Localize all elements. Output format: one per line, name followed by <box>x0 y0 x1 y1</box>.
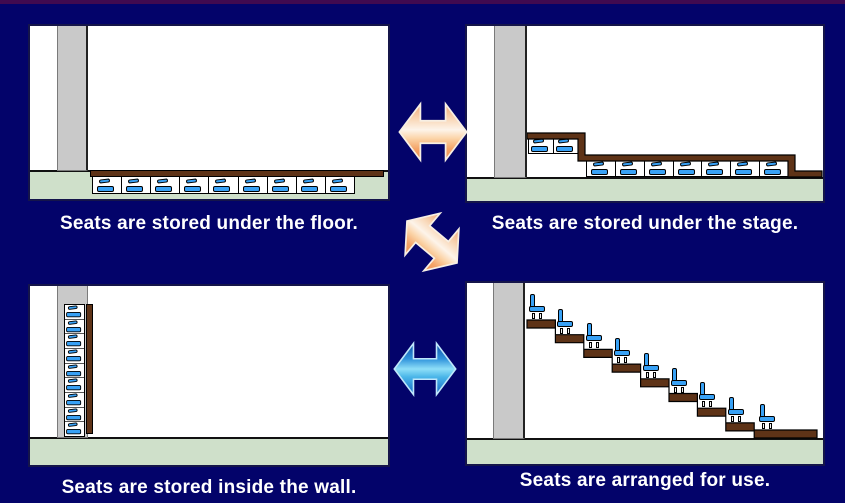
seat-slot <box>673 161 703 176</box>
ground <box>467 179 823 201</box>
seat-slot <box>731 161 761 176</box>
folded-seat-icon <box>66 363 83 376</box>
chair-icon <box>642 352 661 379</box>
seat-slot <box>65 422 84 437</box>
seat-slot <box>65 319 84 335</box>
folded-seat-icon <box>66 349 83 362</box>
folded-seat-icon <box>66 422 83 435</box>
seat-slot <box>587 161 616 176</box>
chair-icon <box>671 367 689 394</box>
floor-line <box>467 438 823 440</box>
chair-icon <box>529 294 547 320</box>
folded-seat-icon <box>97 178 117 192</box>
folded-seat-icon <box>66 393 83 406</box>
chair-icon <box>585 323 604 349</box>
wall-column <box>494 26 527 178</box>
caption-under-floor: Seats are stored under the floor. <box>59 213 358 234</box>
folded-seat-icon <box>677 161 698 175</box>
folded-seat-icon <box>531 138 551 152</box>
folded-seat-icon <box>66 407 83 420</box>
folded-seat-icon <box>184 178 204 192</box>
folded-seat-icon <box>66 305 83 318</box>
ground <box>30 439 388 465</box>
upper-stage-seat-row <box>528 138 579 154</box>
chair-icon <box>614 338 632 364</box>
folded-seat-icon <box>706 161 726 175</box>
chair-icon <box>557 308 575 335</box>
folded-seat-icon <box>329 178 350 192</box>
caption-arranged-for-use: Seats are arranged for use. <box>519 470 771 491</box>
panel-stored-under-floor <box>28 24 390 201</box>
panel-arranged-for-use <box>465 281 825 466</box>
swap-arrow-top-icon <box>398 99 468 165</box>
top-edge-strip <box>0 0 845 4</box>
stage-platform <box>526 132 823 178</box>
seat-slot <box>93 177 123 193</box>
caption-under-stage: Seats are stored under the stage. <box>491 213 799 234</box>
folded-seat-icon <box>66 319 83 332</box>
seat-slot <box>65 393 84 408</box>
underfloor-seat-row <box>92 177 355 194</box>
seat-slot <box>238 177 268 193</box>
seat-slot <box>554 138 578 153</box>
seat-slot <box>65 407 84 423</box>
storage-door-panel <box>86 304 93 434</box>
folded-seat-icon <box>300 178 321 192</box>
seat-slot <box>325 177 354 193</box>
floor-line <box>467 177 823 179</box>
chair-icon <box>759 404 777 430</box>
seat-slot <box>180 177 210 193</box>
seat-slot <box>702 161 732 176</box>
seat-slot <box>65 334 84 350</box>
seat-slot <box>760 161 789 176</box>
folded-seat-icon <box>242 178 263 192</box>
seat-slot <box>65 349 84 364</box>
chair-icon <box>727 396 746 423</box>
seat-slot <box>644 161 674 176</box>
folded-seat-icon <box>213 178 233 192</box>
wall-column <box>493 283 525 439</box>
folded-seat-icon <box>735 161 755 175</box>
caption-inside-wall: Seats are stored inside the wall. <box>61 477 357 498</box>
swap-arrow-bottom-icon <box>393 338 457 400</box>
folded-seat-icon <box>764 161 784 175</box>
seat-slot <box>529 138 554 153</box>
folded-seat-icon <box>590 161 611 175</box>
seat-slot <box>615 161 645 176</box>
wall-column <box>57 26 88 171</box>
stair-platform <box>526 319 818 439</box>
lower-stage-seat-row <box>586 161 789 177</box>
swap-arrow-diagonal-icon <box>385 196 478 289</box>
folded-seat-icon <box>126 178 146 192</box>
seat-slot <box>65 363 84 379</box>
folded-seat-icon <box>66 378 83 391</box>
folded-seat-icon <box>66 334 83 347</box>
seat-slot <box>122 177 152 193</box>
seat-slot <box>209 177 239 193</box>
seat-slot <box>65 305 84 320</box>
seat-slot <box>151 177 181 193</box>
panel-stored-inside-wall <box>28 284 390 467</box>
panel-stored-under-stage <box>465 24 825 203</box>
folded-seat-icon <box>648 161 669 175</box>
floor-line <box>30 437 388 439</box>
seat-slot <box>296 177 326 193</box>
wall-storage-rack <box>64 304 85 437</box>
folded-seat-icon <box>556 138 576 152</box>
folded-seat-icon <box>155 178 175 192</box>
folded-seat-icon <box>271 178 292 192</box>
floor-deck <box>90 170 384 177</box>
chair-icon <box>699 382 717 408</box>
seat-slot <box>267 177 297 193</box>
folded-seat-icon <box>619 161 640 175</box>
ground <box>467 440 823 464</box>
seat-slot <box>65 378 84 394</box>
